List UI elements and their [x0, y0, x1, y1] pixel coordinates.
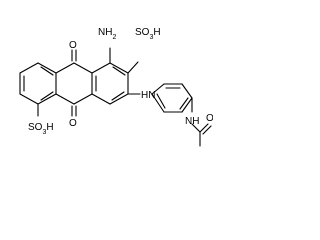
carbonyl-bond-a: [199, 123, 209, 133]
phenylene-ring: [151, 83, 193, 113]
right-aromatic-ring: [91, 62, 129, 105]
carbonyl-bottom-label: O: [69, 118, 77, 129]
acetamide-o-label: O: [206, 113, 213, 124]
left-benzene-ring: [19, 62, 57, 105]
carbonyl-bond-b: [202, 125, 212, 135]
sulfo-bottom-label: SO3H: [28, 122, 54, 136]
aryl-amine-label: HN: [141, 90, 155, 101]
amine-label: NH2: [98, 27, 116, 41]
central-quinone-ring: [55, 49, 93, 117]
acetyl-bond: [191, 123, 201, 133]
sulfo-top-bond: [127, 61, 139, 74]
chemical-structure: NH2 SO3H O O SO3H HN NH O: [19, 27, 213, 147]
sulfo-top-label: SO3H: [135, 27, 161, 41]
acetamide-n-label: NH: [185, 116, 199, 127]
carbonyl-top-label: O: [69, 40, 77, 51]
